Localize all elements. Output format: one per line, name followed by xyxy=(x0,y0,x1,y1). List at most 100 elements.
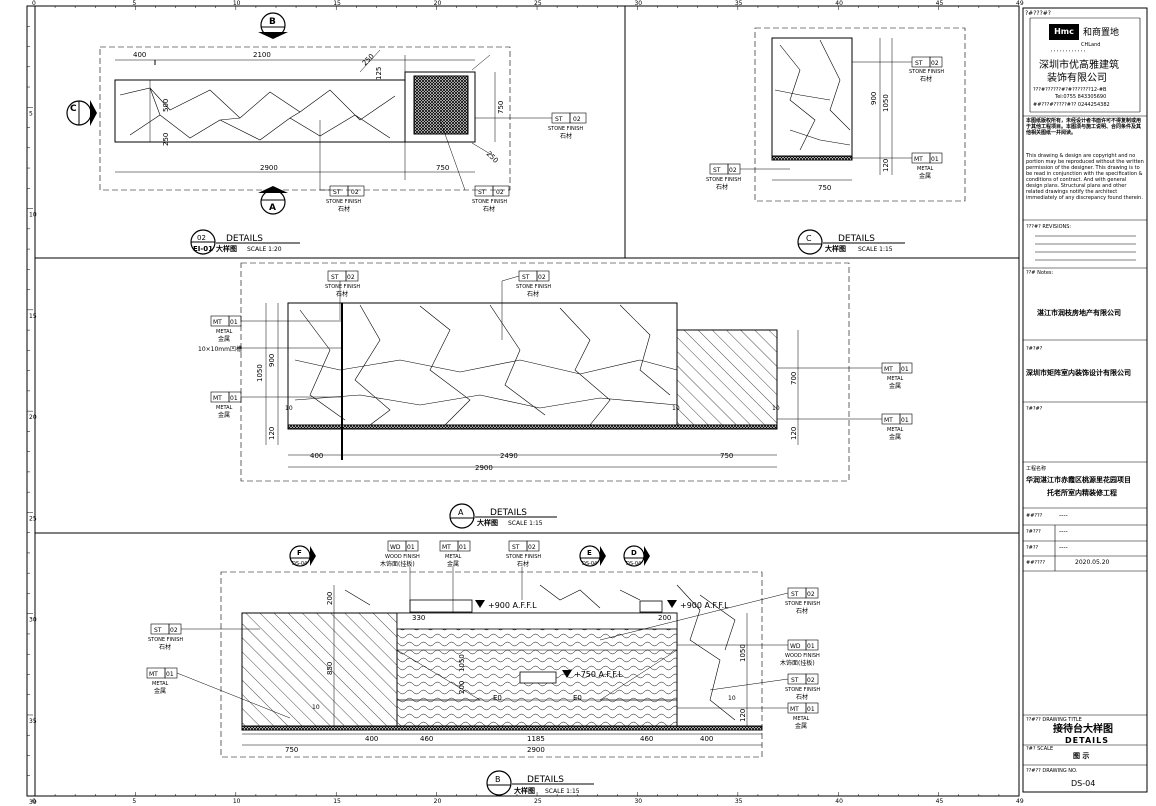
svg-text:SCALE 1:15: SCALE 1:15 xyxy=(508,520,543,527)
row-value: 2020.05.20 xyxy=(1075,559,1110,566)
row-value: ---- xyxy=(1059,528,1068,535)
svg-text:WOOD FINISH: WOOD FINISH xyxy=(385,554,420,560)
svg-text:02: 02 xyxy=(170,627,178,634)
svg-text:石材: 石材 xyxy=(159,643,171,651)
svg-text:01: 01 xyxy=(459,544,467,551)
svg-text:大样图: 大样图 xyxy=(825,244,846,253)
ruler-label: 30 xyxy=(29,617,37,624)
svg-text:900: 900 xyxy=(870,92,878,105)
ruler-label: 40 xyxy=(835,0,843,7)
svg-text:STONE FINISH: STONE FINISH xyxy=(516,284,551,290)
svg-text:10: 10 xyxy=(312,704,320,711)
svg-text:金属: 金属 xyxy=(919,172,931,180)
level-mark: +750 A.F.F.L xyxy=(574,670,623,679)
dim-text: 125 xyxy=(375,67,383,80)
svg-text:A: A xyxy=(458,508,464,517)
svg-text:MT: MT xyxy=(213,395,222,402)
svg-text:ST: ST xyxy=(512,544,520,551)
tag-mt01: MT 01 METAL 金属 xyxy=(210,391,342,419)
svg-text:STONE FINISH: STONE FINISH xyxy=(909,69,944,75)
tag-mt01: MT 01 METAL 金属 xyxy=(677,702,819,730)
section-marker-a-bottom: A xyxy=(258,186,288,215)
dim-text: 250 xyxy=(361,52,376,67)
dim-text: 750 xyxy=(436,164,449,172)
revisions-label: ???#? REVISIONS: xyxy=(1026,224,1072,230)
svg-text:1050: 1050 xyxy=(882,94,890,112)
svg-text:02: 02 xyxy=(807,677,815,684)
svg-text:750: 750 xyxy=(720,452,733,460)
svg-text:大样图: 大样图 xyxy=(477,518,498,527)
svg-text:STONE FINISH: STONE FINISH xyxy=(785,687,820,693)
company-label: ?#???#? xyxy=(1025,10,1051,17)
ruler-label: 5 xyxy=(29,110,33,117)
logo-text: 和商置地 xyxy=(1083,28,1120,38)
svg-text:STONE FINISH: STONE FINISH xyxy=(785,601,820,607)
title-block: ?#???#? Hmc 和商置地 CHLand ' ' ' ' ' ' ' ' … xyxy=(1023,8,1147,792)
svg-text:02: 02 xyxy=(807,591,815,598)
svg-text:METAL: METAL xyxy=(793,716,810,722)
ruler-label: 40 xyxy=(835,798,843,805)
svg-text:120: 120 xyxy=(268,427,276,440)
svg-text:金属: 金属 xyxy=(889,382,901,390)
bubble-label: B xyxy=(269,17,276,27)
svg-text:02: 02 xyxy=(729,167,737,174)
project-name-1: 华润湛江市赤霞区桃源里花园项目 xyxy=(1026,476,1131,484)
svg-text:大样图: 大样图 xyxy=(514,786,535,795)
svg-text:METAL: METAL xyxy=(917,166,934,172)
svg-text:MT: MT xyxy=(914,156,923,163)
svg-text:金属: 金属 xyxy=(795,722,807,730)
svg-text:MT: MT xyxy=(442,544,451,551)
company-address: ???#??????#?#???????12-#B xyxy=(1033,87,1107,93)
ruler-label: 20 xyxy=(434,0,442,7)
ruler-label: 0 xyxy=(32,0,36,7)
svg-text:01: 01 xyxy=(901,366,909,373)
tag-mt01: MT 01 METAL 金属 xyxy=(852,152,943,180)
tag-st02: ST 02 STONE FINISH 石材 xyxy=(852,56,944,83)
svg-text:01: 01 xyxy=(230,395,238,402)
svg-text:MT: MT xyxy=(149,671,158,678)
svg-text:ST: ST xyxy=(791,677,799,684)
ruler-label: 20 xyxy=(434,798,442,805)
designer-name: 深圳市矩阵室内装饰设计有限公司 xyxy=(1026,369,1131,377)
svg-text:1050: 1050 xyxy=(256,364,264,382)
svg-text:01: 01 xyxy=(807,643,815,650)
svg-text:900: 900 xyxy=(268,354,276,367)
svg-text:石材: 石材 xyxy=(796,693,808,701)
svg-text:DETAILS: DETAILS xyxy=(226,234,263,244)
svg-text:01: 01 xyxy=(230,319,238,326)
svg-text:400: 400 xyxy=(365,735,378,743)
tag-st02: ST 02 STONE FINISH 石材 xyxy=(325,270,360,320)
svg-text:MT: MT xyxy=(884,417,893,424)
svg-text:STONE FINISH: STONE FINISH xyxy=(148,637,183,643)
svg-text:01: 01 xyxy=(407,544,415,551)
ruler-label: 49 xyxy=(1016,0,1024,7)
svg-text:200: 200 xyxy=(658,614,671,622)
dim-text: 500 xyxy=(162,99,170,112)
svg-text:02: 02 xyxy=(573,116,581,123)
svg-text:02: 02 xyxy=(538,274,546,281)
svg-text:ST: ST xyxy=(331,274,339,281)
svg-text:METAL: METAL xyxy=(216,329,233,335)
section-marker-c-left: C xyxy=(66,100,97,126)
company-tel: Tel:0755 843305690 xyxy=(1055,94,1107,100)
svg-text:2900: 2900 xyxy=(475,464,493,472)
svg-text:400: 400 xyxy=(310,452,323,460)
svg-text:460: 460 xyxy=(640,735,653,743)
ruler-label: 25 xyxy=(534,0,542,7)
svg-text:大样图: 大样图 xyxy=(216,244,237,253)
svg-text:DS-04: DS-04 xyxy=(582,561,597,567)
dim-text: 2100 xyxy=(253,51,271,59)
svg-text:200: 200 xyxy=(326,592,334,605)
svg-text:F: F xyxy=(297,549,302,557)
row-value: ---- xyxy=(1059,544,1068,551)
tag-mt01: MT 01 METAL 金属 xyxy=(777,413,913,441)
svg-text:10: 10 xyxy=(672,405,680,412)
svg-text:ST: ST xyxy=(713,167,721,174)
svg-text:石材: 石材 xyxy=(517,560,529,568)
svg-text:METAL: METAL xyxy=(216,405,233,411)
svg-text:460: 460 xyxy=(420,735,433,743)
view-title-plan: 02 EI-01 DETAILS 大样图 SCALE 1:20 xyxy=(190,229,300,255)
dim-text: 2900 xyxy=(260,164,278,172)
